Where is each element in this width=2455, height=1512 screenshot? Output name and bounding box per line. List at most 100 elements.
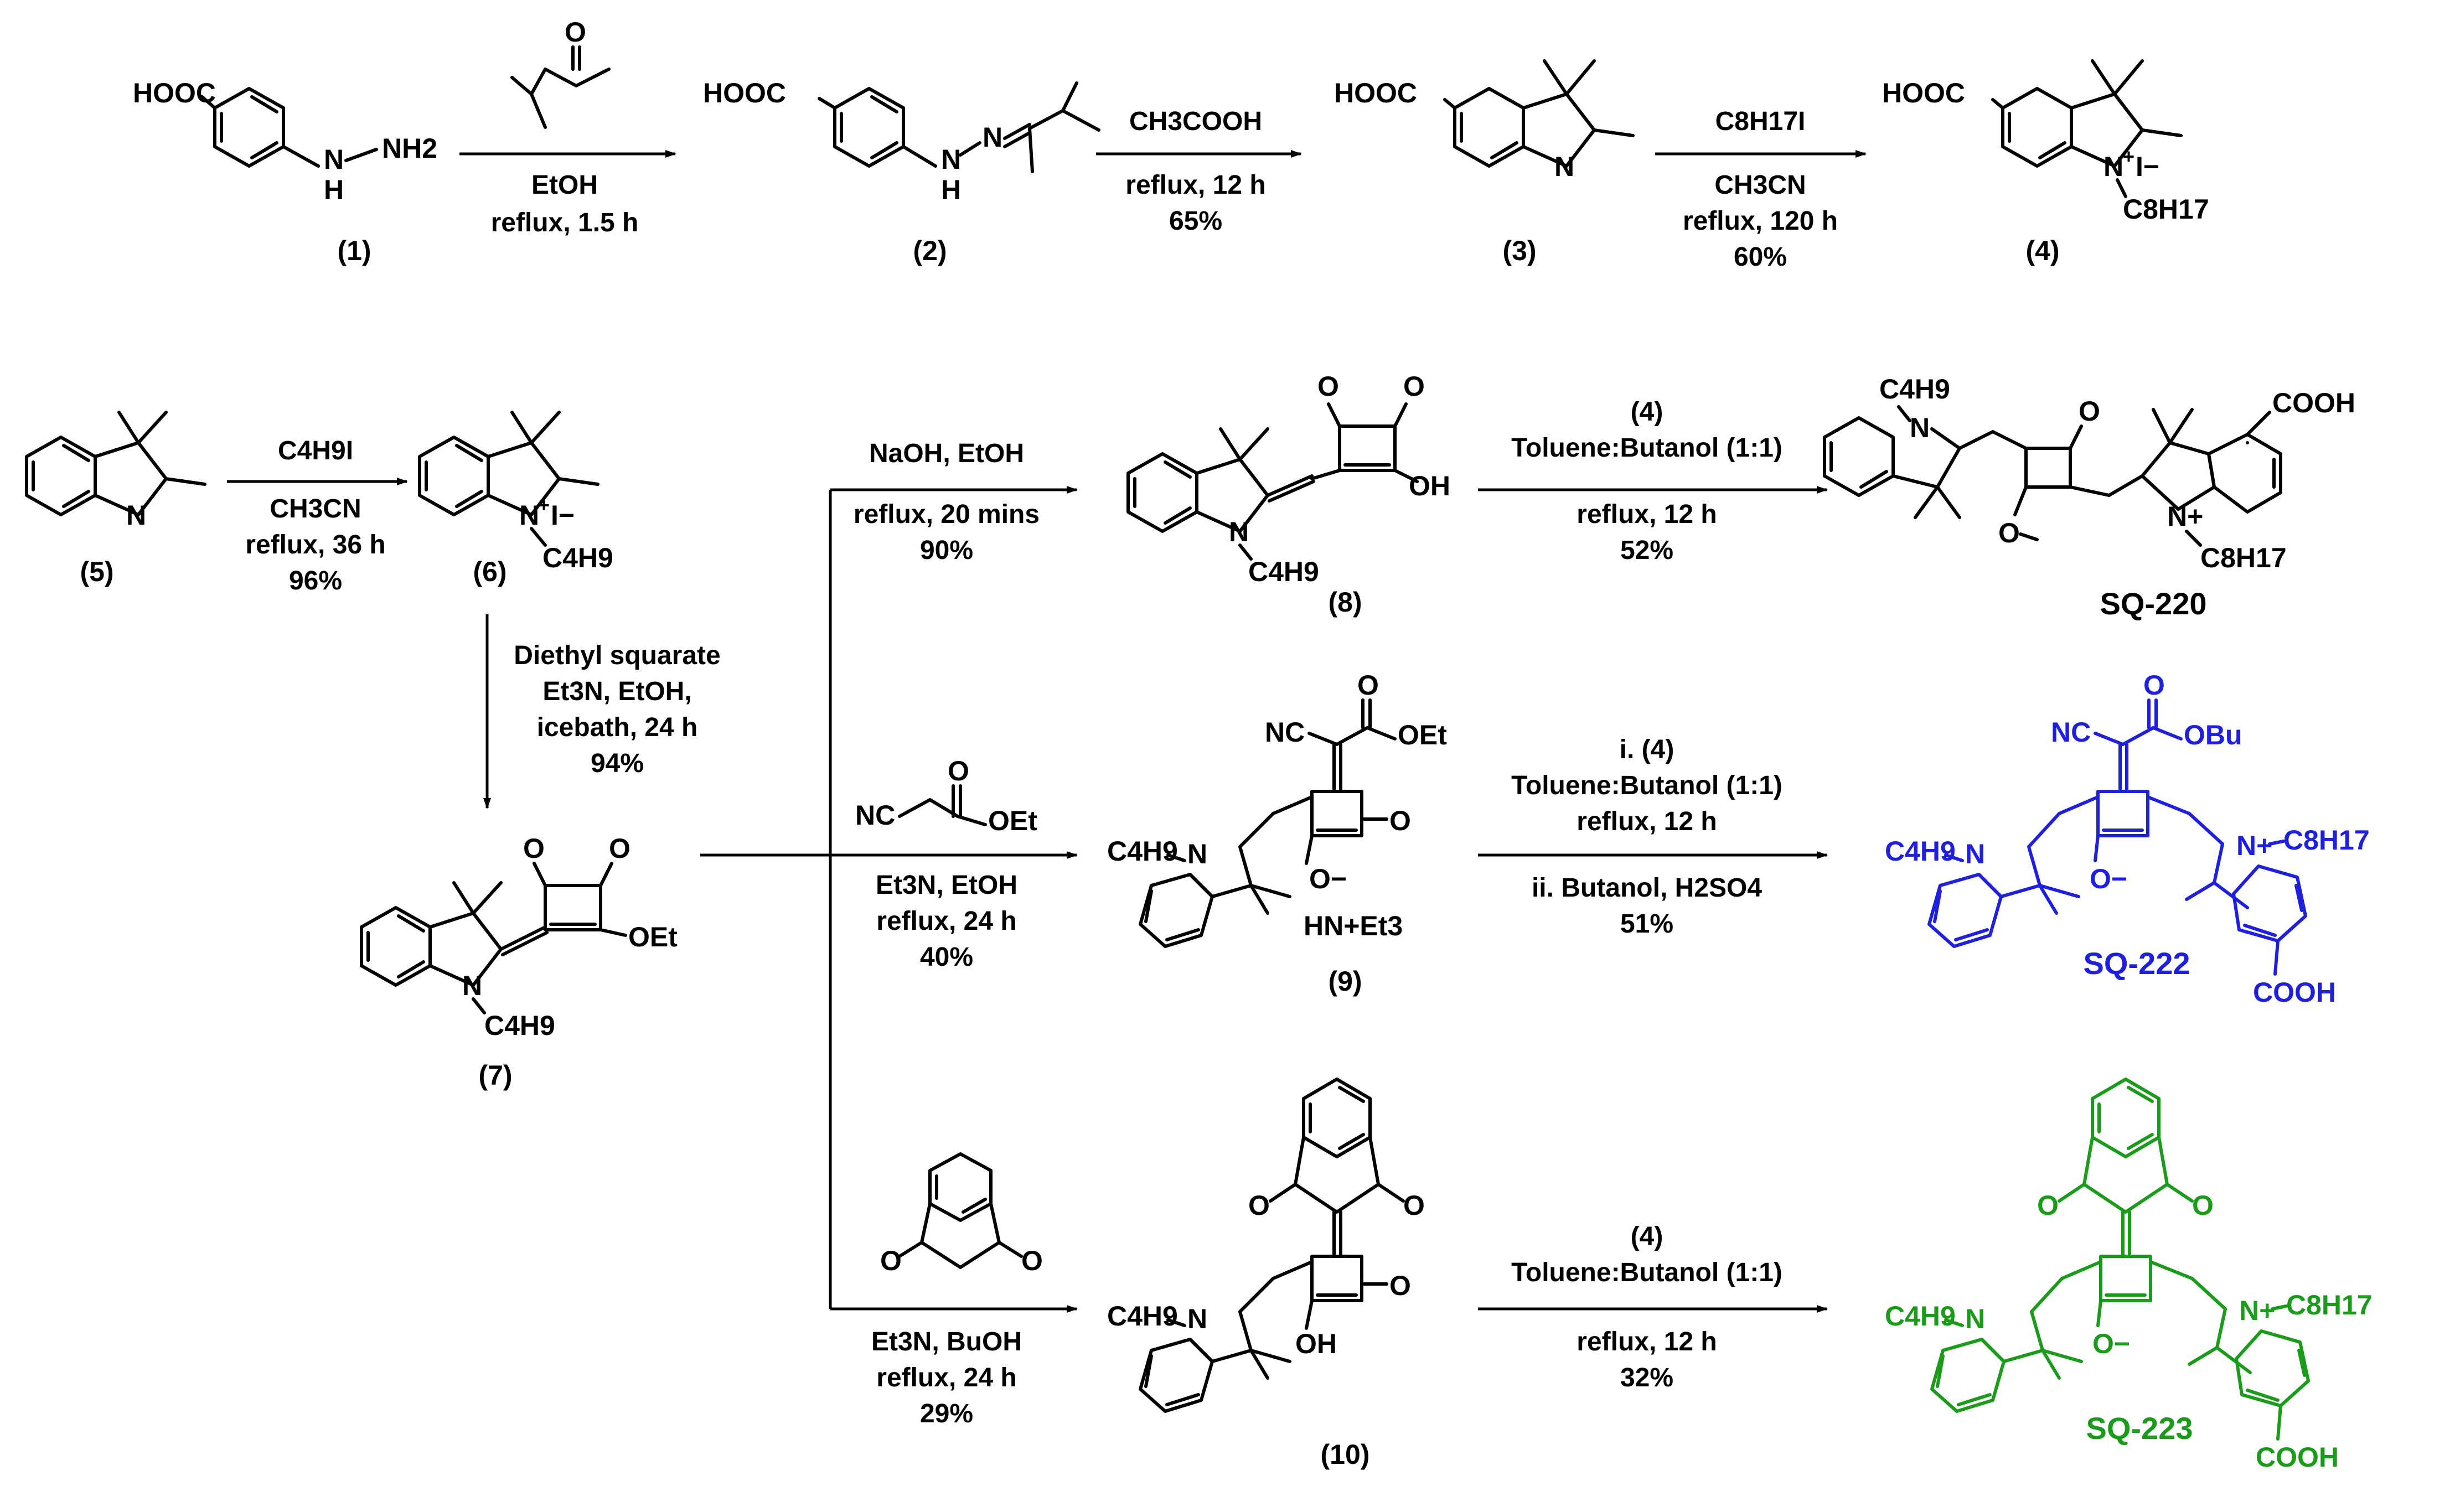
c4-chain: C8H17 bbox=[2123, 194, 2209, 225]
sq223-cooh: COOH bbox=[2256, 1442, 2339, 1473]
r5-line2: Et3N, EtOH, bbox=[542, 677, 691, 706]
r2-line1: CH3COOH bbox=[1129, 107, 1262, 136]
sq222-ominus: O− bbox=[2090, 863, 2127, 894]
sq223-chain1: C4H9 bbox=[1885, 1301, 1956, 1332]
r3-line4: 60% bbox=[1734, 242, 1787, 272]
compound-sq220: C4H9 N O O COOH N+ C8H17 SQ-220 bbox=[1823, 374, 2355, 621]
reagent-9: i. (4) Toluene:Butanol (1:1) reflux, 12 … bbox=[1478, 735, 1828, 939]
sq220-cooh: COOH bbox=[2272, 387, 2355, 418]
r4-line4: 96% bbox=[289, 566, 342, 596]
c6-chain: C4H9 bbox=[542, 542, 613, 573]
r8-line2: reflux, 24 h bbox=[876, 907, 1016, 936]
r10-line3: 29% bbox=[920, 1399, 973, 1428]
r10-line1: Et3N, BuOH bbox=[871, 1327, 1022, 1356]
reagent-6: NaOH, EtOH reflux, 20 mins 90% bbox=[854, 439, 1040, 565]
c1-nh: N bbox=[324, 144, 344, 175]
sq223-o1: O bbox=[2037, 1190, 2059, 1221]
r9-line3: reflux, 12 h bbox=[1577, 807, 1717, 836]
r4-line1: C4H9I bbox=[278, 436, 353, 465]
r8-o: O bbox=[948, 755, 969, 786]
compound-5: N (5) bbox=[25, 411, 206, 587]
sq222-name: SQ-222 bbox=[2084, 946, 2190, 981]
c8-o1: O bbox=[1317, 371, 1339, 402]
c2-h: H bbox=[941, 174, 961, 205]
r8-line1: Et3N, EtOH bbox=[876, 871, 1017, 900]
c10-o3: O bbox=[1389, 1270, 1411, 1301]
sq223-ominus: O− bbox=[2092, 1328, 2130, 1359]
r4-line3: reflux, 36 h bbox=[245, 530, 385, 560]
c8-chain: C4H9 bbox=[1248, 556, 1319, 587]
sq222-nc: NC bbox=[2051, 717, 2091, 748]
compound-9: NC O OEt O O− HN+Et3 C4H9 N (9) bbox=[1107, 670, 1447, 997]
reagent-10: O O Et3N, BuOH reflux, 24 h 29% bbox=[871, 1152, 1043, 1428]
r11-line2: Toluene:Butanol (1:1) bbox=[1511, 1258, 1782, 1287]
compound-4: HOOC N + I− C8H17 (4) bbox=[1882, 59, 2209, 266]
sq223-chain2: C8H17 bbox=[2286, 1290, 2373, 1321]
c9-ominus: O− bbox=[1309, 863, 1347, 894]
c2-number: (2) bbox=[913, 235, 947, 266]
sq223-n1: N bbox=[1965, 1303, 1985, 1334]
c6-number: (6) bbox=[473, 556, 506, 587]
r1-line2: reflux, 1.5 h bbox=[491, 208, 639, 237]
r11-line3: reflux, 12 h bbox=[1577, 1327, 1717, 1356]
c3-group: HOOC bbox=[1334, 77, 1417, 108]
c8-oh: OH bbox=[1409, 470, 1450, 501]
r2-line3: 65% bbox=[1169, 206, 1222, 236]
compound-1: HOOC N H NH2 (1) bbox=[133, 77, 437, 266]
c10-o2: O bbox=[1403, 1190, 1425, 1221]
reagent-2: CH3COOH reflux, 12 h 65% bbox=[1096, 107, 1302, 236]
r7-line2: Toluene:Butanol (1:1) bbox=[1511, 433, 1782, 463]
c6-charge: + bbox=[538, 494, 550, 516]
c3-n: N bbox=[1554, 151, 1574, 182]
r1-line1: EtOH bbox=[531, 170, 598, 200]
sq220-chain2: C8H17 bbox=[2200, 542, 2287, 573]
c7-oet: OEt bbox=[628, 921, 678, 952]
r9-line2: Toluene:Butanol (1:1) bbox=[1511, 771, 1782, 800]
c4-n: N bbox=[2103, 151, 2123, 182]
reagent-4: C4H9I CH3CN reflux, 36 h 96% bbox=[227, 436, 408, 596]
r7-line3: reflux, 12 h bbox=[1577, 500, 1717, 529]
c2-n: N bbox=[983, 122, 1002, 153]
c7-number: (7) bbox=[478, 1060, 512, 1091]
sq222-chain2: C8H17 bbox=[2283, 825, 2370, 856]
reagent-3: C8H17I CH3CN reflux, 120 h 60% bbox=[1655, 107, 1867, 272]
compound-10: O O O OH C4H9 N (10) bbox=[1107, 1078, 1425, 1470]
c9-chain: C4H9 bbox=[1107, 836, 1178, 867]
reagent-11: (4) Toluene:Butanol (1:1) reflux, 12 h 3… bbox=[1478, 1222, 1828, 1392]
r5-line3: icebath, 24 h bbox=[537, 713, 698, 742]
c10-oh: OH bbox=[1295, 1328, 1337, 1359]
r10-line2: reflux, 24 h bbox=[876, 1363, 1016, 1392]
sq220-o: O bbox=[2079, 396, 2100, 427]
c9-oet: OEt bbox=[1398, 719, 1447, 750]
r4-line2: CH3CN bbox=[270, 494, 361, 524]
sq222-obu: OBu bbox=[2184, 719, 2242, 750]
c3-number: (3) bbox=[1502, 235, 1536, 266]
c7-o1: O bbox=[523, 833, 545, 864]
r2-line2: reflux, 12 h bbox=[1125, 170, 1265, 200]
c8-n: N bbox=[1229, 516, 1249, 547]
c9-o2: O bbox=[1389, 805, 1411, 836]
sq220-name: SQ-220 bbox=[2100, 586, 2207, 621]
compound-2: HOOC N H N (2) bbox=[703, 77, 1100, 266]
c9-n: N bbox=[1187, 838, 1207, 869]
r8-nc: NC bbox=[855, 800, 895, 831]
r5-line4: 94% bbox=[591, 749, 644, 778]
c8-o2: O bbox=[1403, 371, 1425, 402]
c2-nh: N bbox=[941, 144, 961, 175]
c10-chain: C4H9 bbox=[1107, 1301, 1178, 1332]
c5-number: (5) bbox=[80, 556, 113, 587]
c6-n: N bbox=[519, 500, 539, 531]
sq220-chain1: C4H9 bbox=[1879, 374, 1950, 405]
r1-ketone-o: O bbox=[565, 17, 586, 48]
sq223-o2: O bbox=[2192, 1190, 2214, 1221]
reagent-7: (4) Toluene:Butanol (1:1) reflux, 12 h 5… bbox=[1478, 397, 1828, 565]
c1-group: HOOC bbox=[133, 77, 216, 108]
reagent-8: NC O OEt Et3N, EtOH reflux, 24 h 40% bbox=[855, 755, 1037, 972]
sq220-n2: N+ bbox=[2167, 501, 2203, 532]
compound-sq222: NC O OBu O− C4H9 N N+ C8H17 bbox=[1885, 670, 2370, 1008]
c4-group: HOOC bbox=[1882, 77, 1965, 108]
c4-iodide: I− bbox=[2136, 151, 2159, 182]
compound-6: N + I− C4H9 (6) bbox=[418, 411, 613, 587]
r7-line1: (4) bbox=[1631, 397, 1663, 427]
